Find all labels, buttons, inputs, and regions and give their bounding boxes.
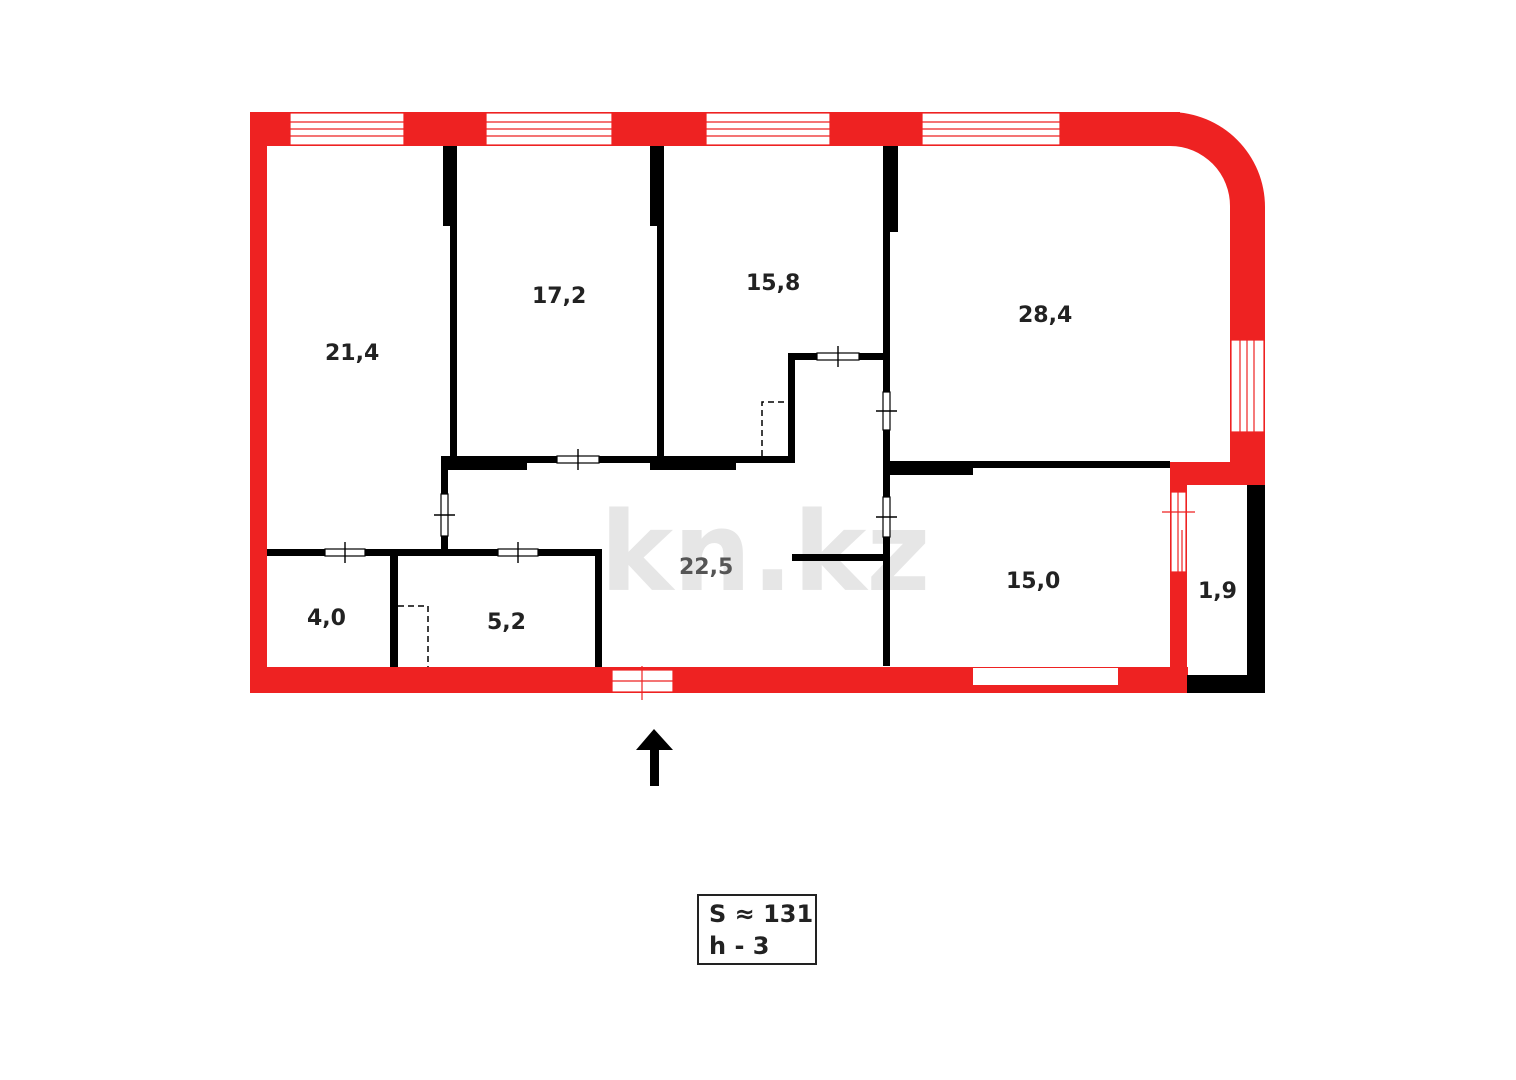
ceiling-height: h - 3 bbox=[709, 932, 770, 960]
room-area-label: 21,4 bbox=[325, 341, 379, 366]
room-area-label: 22,5 bbox=[679, 555, 733, 580]
room-area-label: 4,0 bbox=[307, 606, 346, 631]
entrance-door bbox=[611, 666, 674, 700]
area-summary-box: S ≈ 131 h - 3 bbox=[697, 894, 817, 965]
door-ticks bbox=[344, 346, 897, 563]
total-area: S ≈ 131 bbox=[709, 900, 814, 928]
watermark: kn.kz bbox=[600, 488, 930, 616]
room-area-label: 5,2 bbox=[487, 610, 526, 635]
room-area-label: 15,8 bbox=[746, 271, 800, 296]
balcony-door-lines bbox=[1162, 492, 1195, 572]
interior-walls bbox=[267, 146, 1265, 693]
entrance-arrow-icon bbox=[636, 729, 673, 786]
room-area-label: 15,0 bbox=[1006, 569, 1060, 594]
room-area-label: 17,2 bbox=[532, 284, 586, 309]
room-area-label: 1,9 bbox=[1198, 579, 1237, 604]
room-area-label: 28,4 bbox=[1018, 303, 1072, 328]
closet-outlines bbox=[398, 401, 788, 667]
window-lines bbox=[290, 121, 1255, 432]
